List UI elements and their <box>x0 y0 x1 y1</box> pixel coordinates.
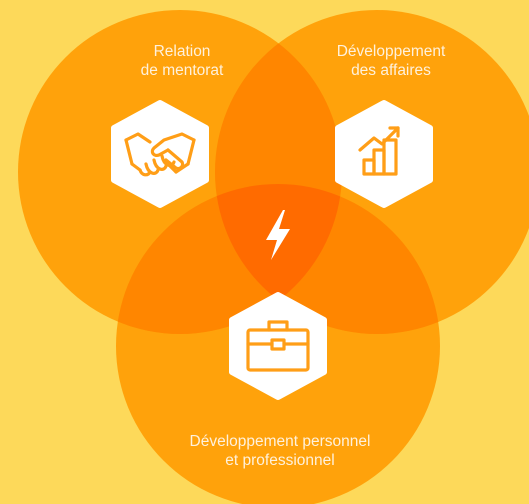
lightning-bolt-icon <box>266 210 290 260</box>
label-business: Développement des affaires <box>296 42 486 80</box>
label-business-line2: des affaires <box>351 62 431 79</box>
label-personal: Développement personnel et professionnel <box>130 432 430 470</box>
label-personal-line1: Développement personnel <box>189 433 371 450</box>
briefcase-icon <box>229 292 327 400</box>
label-mentoring-line1: Relation <box>153 43 211 60</box>
label-mentoring-line2: de mentorat <box>140 62 224 79</box>
growth-chart-icon <box>335 100 433 208</box>
overlap-mentoring-personal <box>116 184 342 334</box>
label-mentoring: Relation de mentorat <box>102 42 262 80</box>
handshake-icon <box>111 100 209 208</box>
label-personal-line2: et professionnel <box>225 452 335 469</box>
label-business-line1: Développement <box>336 43 446 60</box>
overlap-business-personal <box>215 184 440 334</box>
